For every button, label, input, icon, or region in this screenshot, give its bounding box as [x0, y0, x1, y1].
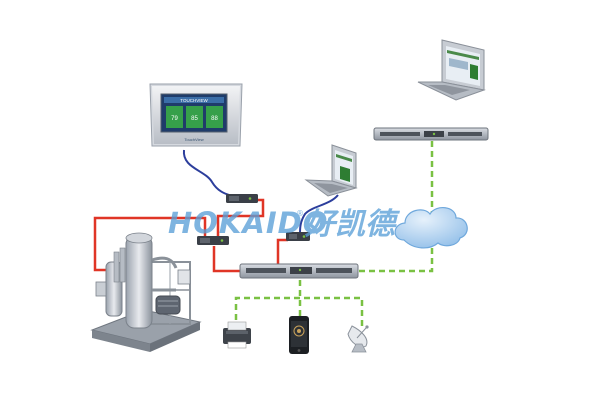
- usb-cables: [182, 149, 339, 235]
- touchscreen-footer: TouchView: [184, 137, 203, 142]
- satellite-dish-icon: [347, 325, 369, 353]
- serial-cable-right: [276, 238, 288, 271]
- laptop-icon: [417, 39, 486, 101]
- watermark-latin: HOKAIDO: [168, 206, 328, 240]
- serial-cable-compressor: [93, 216, 207, 272]
- smartphone-icon: [289, 316, 309, 354]
- touchscreen-controller-icon: TOUCHVIEW 79 85 88 TouchView: [149, 83, 243, 147]
- ethernet-link-bottom-bus: [234, 296, 364, 330]
- tile-value-2: 85: [191, 116, 198, 122]
- cloud-icon: [394, 207, 468, 249]
- converter-box-icon-right: [286, 232, 310, 241]
- network-switch-icon: [373, 127, 489, 141]
- serial-cable-to-switch: [212, 246, 240, 273]
- usb-cable-panel: [182, 149, 233, 197]
- converter-box-icon-left: [197, 236, 229, 245]
- status-tile-2[interactable]: [186, 106, 203, 128]
- tile-value-3: 88: [211, 116, 218, 122]
- printer-icon: [223, 321, 251, 349]
- touchscreen-brand: TOUCHVIEW: [180, 98, 208, 103]
- usb-cable-laptop: [299, 194, 339, 235]
- network-switch-icon-bottom: [239, 263, 359, 279]
- laptop-icon-secondary: [304, 144, 358, 197]
- status-tile-3[interactable]: [206, 106, 223, 128]
- status-tile-1[interactable]: [166, 106, 183, 128]
- tile-value-1: 79: [171, 116, 178, 122]
- watermark-cjk: 好凯德: [304, 207, 401, 242]
- compressor-unit-icon: [90, 232, 202, 352]
- watermark-registered: ®: [296, 209, 304, 218]
- watermark-logo: HOKAIDO ® 好凯德: [168, 206, 401, 242]
- ethernet-link-cloud-bottom-switch: [358, 248, 434, 273]
- ethernet-links: [234, 141, 434, 330]
- converter-box-icon: [226, 194, 258, 203]
